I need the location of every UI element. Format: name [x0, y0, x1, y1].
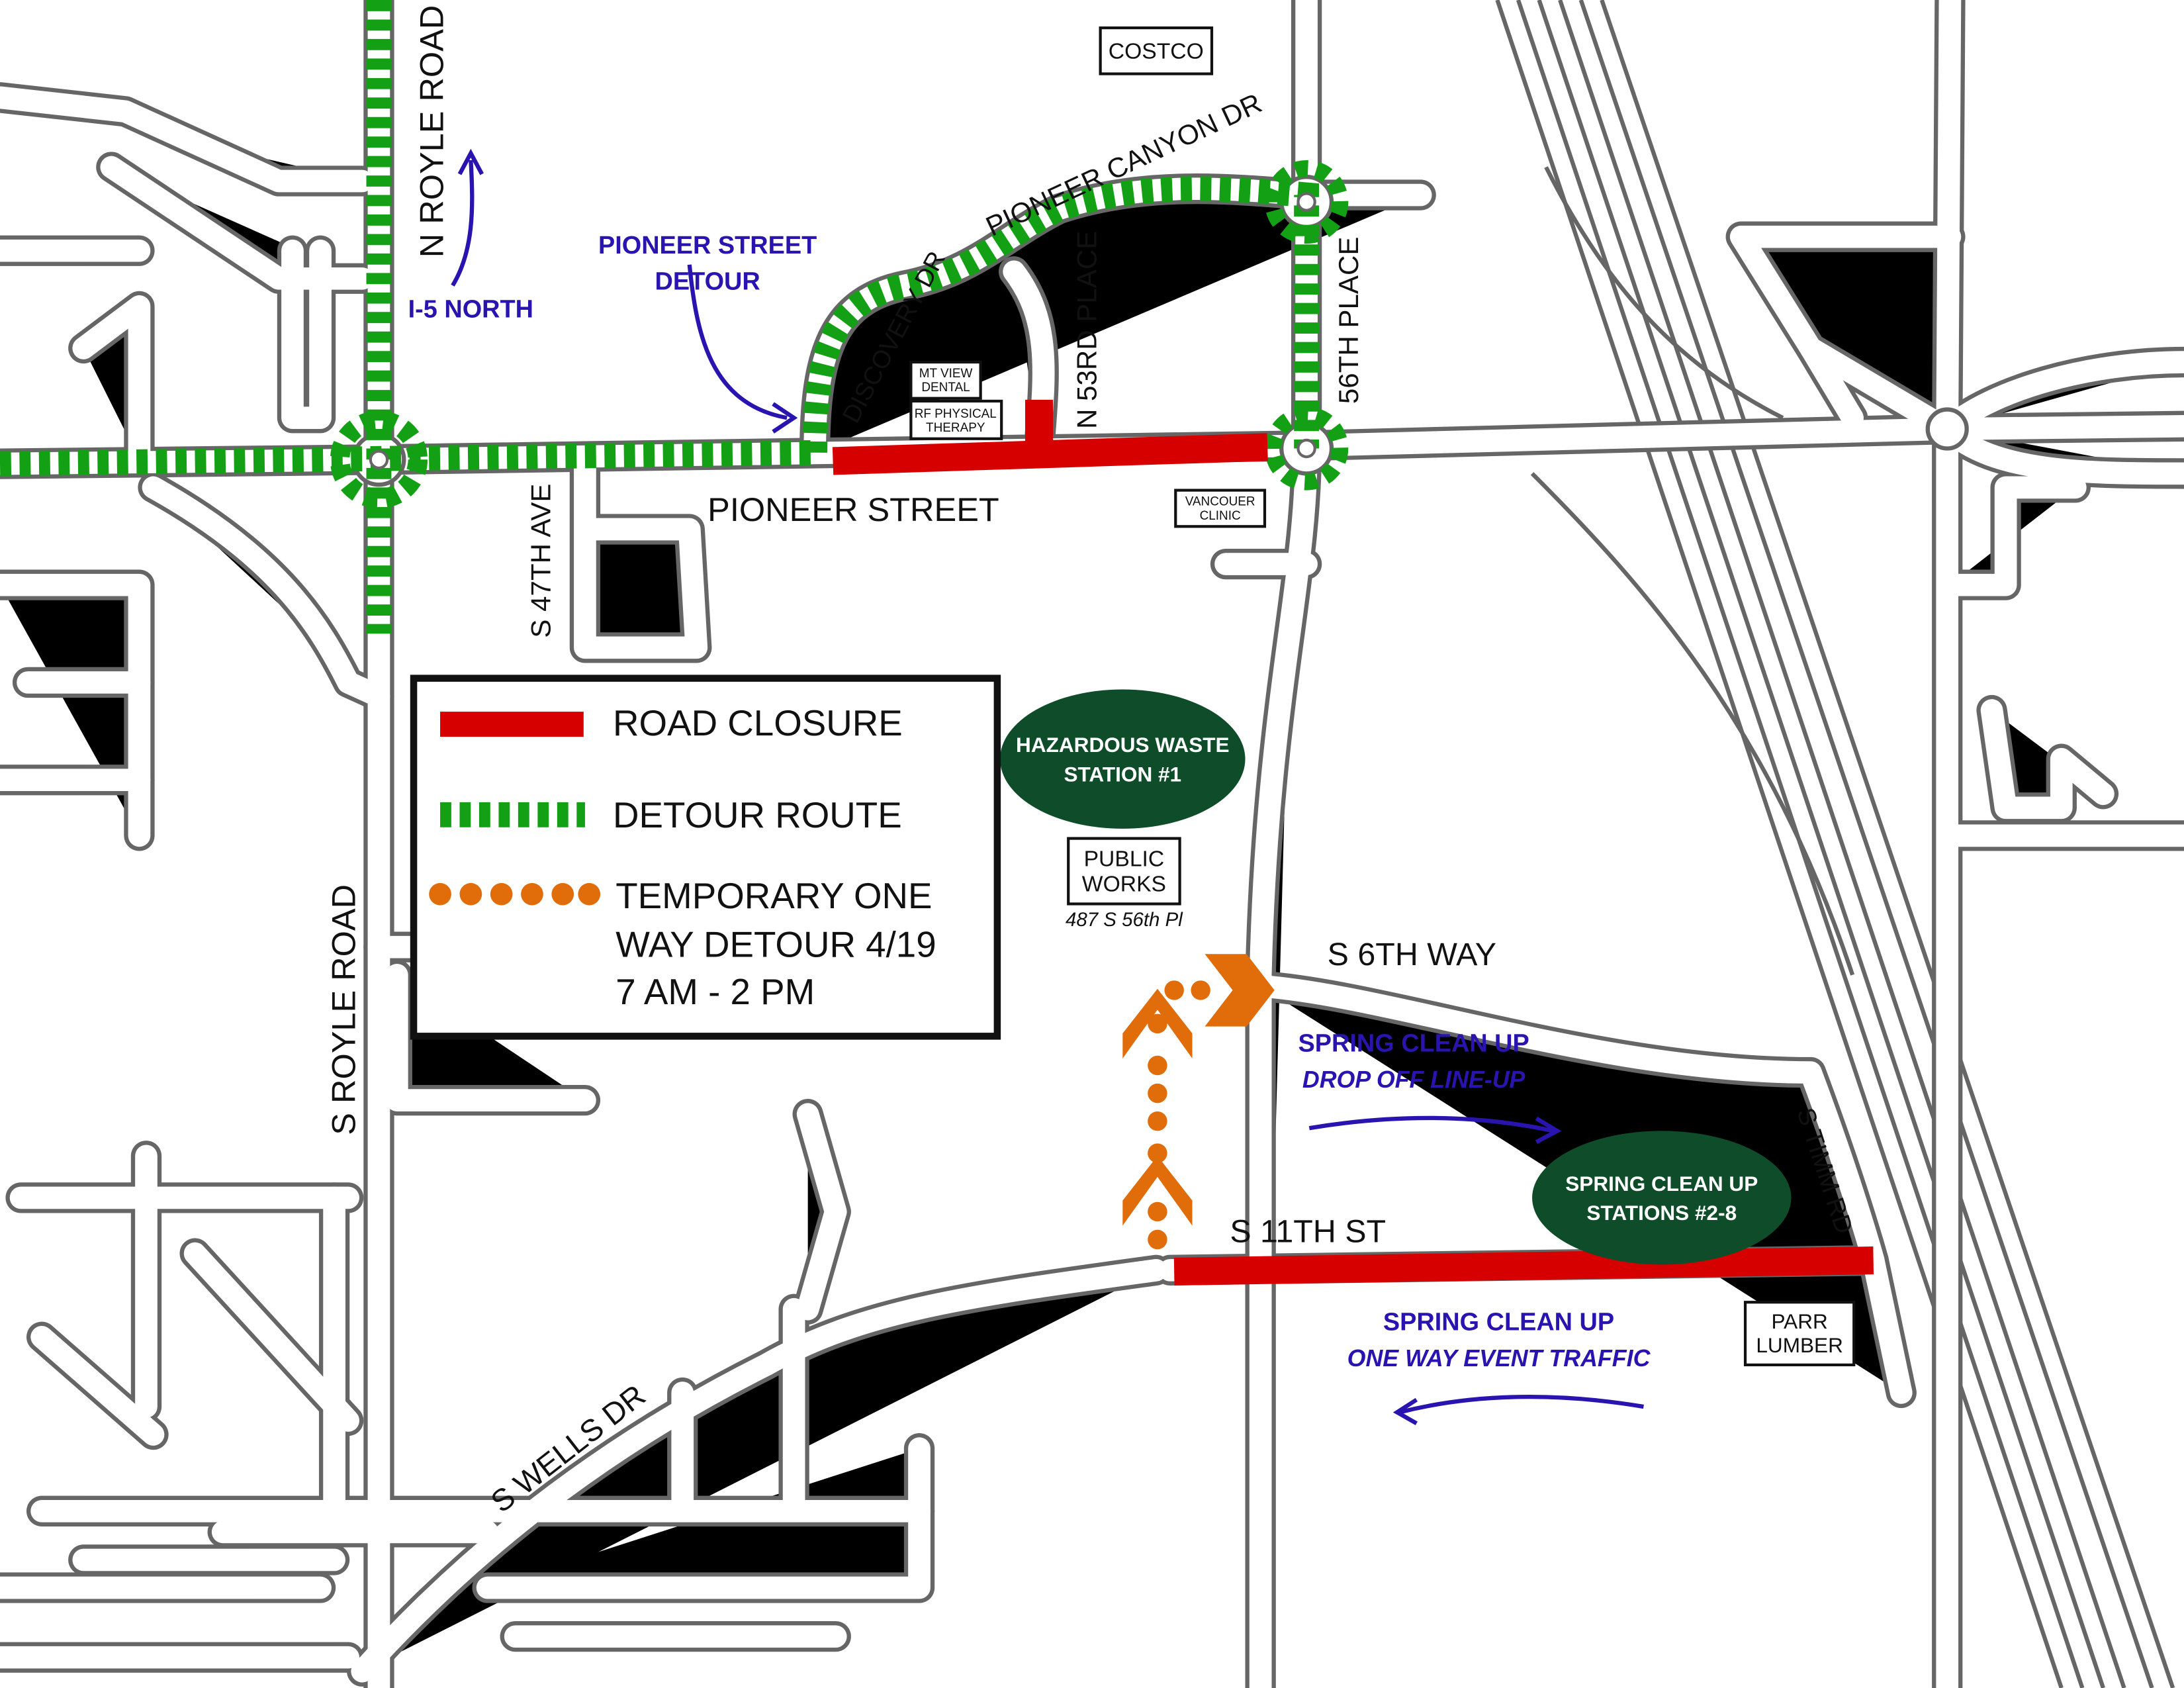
svg-text:SPRING CLEAN UP: SPRING CLEAN UP: [1565, 1172, 1758, 1196]
detour-route: [0, 0, 1349, 634]
pioneer-detour-label-2: DETOUR: [655, 268, 760, 296]
svg-text:HAZARDOUS WASTE: HAZARDOUS WASTE: [1016, 733, 1230, 757]
legend-road-closure: ROAD CLOSURE: [613, 702, 903, 743]
legend-one-way-1: TEMPORARY ONE: [615, 875, 932, 916]
spring-clean-up-stations: SPRING CLEAN UP STATIONS #2-8: [1532, 1131, 1792, 1265]
costco-label: COSTCO: [1099, 26, 1214, 75]
label-n-53rd-place: N 53RD PLACE: [1071, 231, 1102, 429]
svg-text:487 S 56th Pl: 487 S 56th Pl: [1066, 909, 1183, 931]
i5-north-label: I-5 NORTH: [408, 296, 533, 324]
svg-text:CLINIC: CLINIC: [1200, 509, 1241, 523]
one-way-detour: [1122, 954, 1275, 1250]
event-traffic-sublabel: ONE WAY EVENT TRAFFIC: [1347, 1345, 1651, 1372]
legend: ROAD CLOSURE DETOUR ROUTE TEMPORARY ONE …: [410, 675, 1001, 1040]
svg-text:DENTAL: DENTAL: [921, 381, 970, 395]
chevron-right-icon: [1205, 954, 1275, 1027]
svg-text:LUMBER: LUMBER: [1756, 1333, 1843, 1357]
label-s-11th-st: S 11TH ST: [1230, 1214, 1386, 1250]
legend-one-way-2: WAY DETOUR 4/19: [615, 923, 936, 964]
svg-text:VANCOUER: VANCOUER: [1185, 495, 1255, 509]
event-traffic-label: SPRING CLEAN UP: [1383, 1308, 1614, 1336]
road-closures: [832, 399, 1874, 1286]
freeway: [1495, 0, 2175, 1688]
svg-text:WORKS: WORKS: [1082, 872, 1166, 897]
svg-text:STATIONS #2-8: STATIONS #2-8: [1586, 1201, 1737, 1225]
legend-one-way-swatch: [429, 882, 601, 906]
label-s-6th-way: S 6TH WAY: [1328, 937, 1496, 972]
label-56th-place: 56TH PLACE: [1333, 237, 1364, 404]
svg-text:MT VIEW: MT VIEW: [919, 367, 973, 381]
svg-text:PARR: PARR: [1771, 1309, 1827, 1333]
hazardous-waste-station: HAZARDOUS WASTE STATION #1: [1000, 689, 1246, 829]
label-pioneer-street: PIONEER STREET: [707, 491, 999, 528]
chevron-up-icon: [1122, 1156, 1193, 1226]
legend-detour-route: DETOUR ROUTE: [613, 794, 902, 835]
dropoff-sublabel: DROP OFF LINE-UP: [1302, 1066, 1525, 1093]
annotation-arrows: [451, 148, 1644, 1425]
svg-text:COSTCO: COSTCO: [1109, 39, 1204, 64]
legend-closure-swatch: [440, 712, 584, 737]
label-n-royle-road: N ROYLE ROAD: [412, 5, 450, 258]
svg-text:STATION #1: STATION #1: [1064, 762, 1181, 786]
pioneer-detour-label: PIONEER STREET: [598, 232, 817, 259]
legend-one-way-3: 7 AM - 2 PM: [615, 971, 815, 1012]
svg-text:THERAPY: THERAPY: [926, 421, 985, 435]
chevron-up-icon: [1122, 988, 1193, 1059]
dropoff-label: SPRING CLEAN UP: [1298, 1029, 1529, 1057]
svg-text:PUBLIC: PUBLIC: [1084, 847, 1165, 872]
label-s-royle-road: S ROYLE ROAD: [325, 884, 363, 1135]
svg-text:RF PHYSICAL: RF PHYSICAL: [915, 407, 997, 421]
label-s-47th-ave: S 47TH AVE: [525, 484, 556, 638]
